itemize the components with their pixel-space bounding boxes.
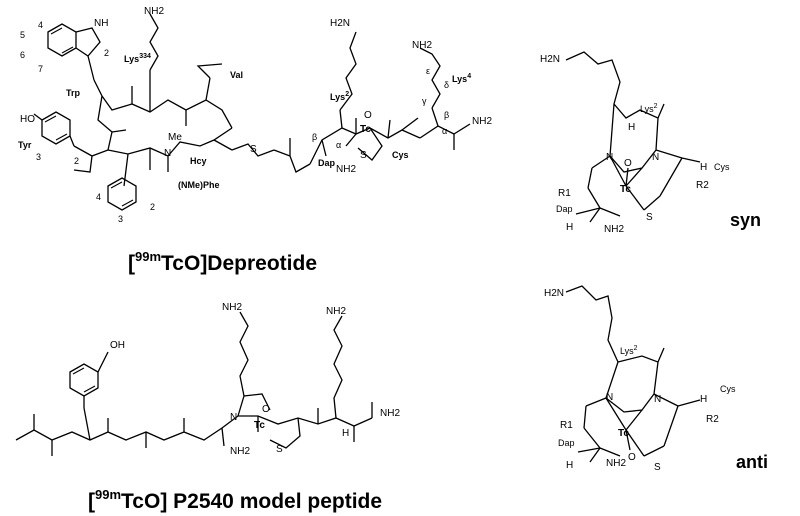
ring-number-5: 5 <box>20 30 25 40</box>
ring-number-4: 4 <box>38 20 43 30</box>
res-lys2: Lys2 <box>330 91 349 102</box>
tyr-phenol-ring <box>33 111 93 157</box>
res-lys4: Lys4 <box>452 73 471 84</box>
anti-dap: Dap <box>558 438 575 448</box>
res-lys334: Lys334 <box>124 53 151 64</box>
trp-indole-ring <box>47 23 103 97</box>
greek-alpha-2: α <box>442 126 447 136</box>
depreotide-macrocycle <box>73 13 311 187</box>
syn-label: syn <box>730 210 761 230</box>
res-trp: Trp <box>66 88 81 98</box>
tc-oxo: O <box>364 110 372 121</box>
p2540-n: N <box>230 412 237 423</box>
anti-cys: Cys <box>720 384 736 394</box>
depreotide-caption: [99mTcO]Depreotide <box>128 249 317 275</box>
syn-h-dap: H <box>566 222 573 233</box>
ring-number-2: 2 <box>104 48 109 58</box>
res-dap: Dap <box>318 158 336 168</box>
cys-s: S <box>360 150 367 161</box>
p2540-oh: OH <box>110 340 125 351</box>
depreotide-tc: Tc <box>360 124 371 135</box>
p2540-s: S <box>276 444 283 455</box>
syn-h-alpha: H <box>628 122 635 133</box>
syn-r2: R2 <box>696 180 709 191</box>
depreotide-tc-core <box>309 31 471 165</box>
tyr-number-2: 2 <box>74 156 79 166</box>
depreotide-labels: 5 4 6 7 2 NH Trp NH2 Lys334 Val HO Tyr 3… <box>18 6 492 224</box>
res-tyr: Tyr <box>18 140 32 150</box>
anti-h-cys: H <box>700 394 707 405</box>
greek-gamma: γ <box>422 96 427 106</box>
syn-h2n: H2N <box>540 54 560 65</box>
syn-oxo: O <box>624 158 632 169</box>
greek-alpha-1: α <box>336 140 341 150</box>
nme-n: N <box>164 148 171 159</box>
p2540-dap-nh2: NH2 <box>230 446 250 457</box>
phe-number-2: 2 <box>150 202 155 212</box>
res-cys: Cys <box>392 150 409 160</box>
lys334-nh2: NH2 <box>144 6 164 17</box>
lys4-nh2: NH2 <box>412 40 432 51</box>
anti-oxo: O <box>628 452 636 463</box>
p2540-nh2-lys-b: NH2 <box>326 306 346 317</box>
p2540-backbone <box>15 311 373 456</box>
anti-label: anti <box>736 452 768 472</box>
ring-number-7: 7 <box>38 64 43 74</box>
ring-number-6: 6 <box>20 50 25 60</box>
p2540-tc: Tc <box>254 420 265 431</box>
phe-number-3: 3 <box>118 214 123 224</box>
greek-beta-2: β <box>444 110 449 120</box>
p2540-oxo: O <box>262 404 270 415</box>
depreotide-structure: 5 4 6 7 2 NH Trp NH2 Lys334 Val HO Tyr 3… <box>18 6 492 275</box>
p2540-tyr-ring <box>69 351 109 408</box>
indole-nh: NH <box>94 18 108 29</box>
syn-nh2: NH2 <box>604 224 624 235</box>
nme-me: Me <box>168 132 182 143</box>
syn-tc: Tc <box>620 184 631 195</box>
dap-nh2: NH2 <box>336 164 356 175</box>
greek-epsilon: ε <box>426 66 430 76</box>
anti-s: S <box>654 462 661 473</box>
syn-cys: Cys <box>714 162 730 172</box>
anti-nh2: NH2 <box>606 458 626 469</box>
anti-lys: Lys2 <box>620 345 638 356</box>
syn-lys: Lys2 <box>640 103 658 114</box>
p2540-caption: [99mTcO] P2540 model peptide <box>88 487 382 513</box>
phe-ring <box>107 177 137 211</box>
syn-dap: Dap <box>556 204 573 214</box>
res-val: Val <box>230 70 243 80</box>
p2540-amide-nh2: NH2 <box>380 408 400 419</box>
anti-n-right: N <box>654 394 661 405</box>
thioether-s: S <box>250 144 257 155</box>
tyr-ho: HO <box>20 114 35 125</box>
res-hcy: Hcy <box>190 156 207 166</box>
anti-n-left: N <box>606 392 613 403</box>
anti-h2n: H2N <box>544 288 564 299</box>
anti-isomer: H2N Lys2 N N Tc O H Cys R2 R1 Dap H NH2 … <box>544 285 768 473</box>
phe-number-4: 4 <box>96 192 101 202</box>
p2540-nh2-lys-a: NH2 <box>222 302 242 313</box>
syn-isomer: H2N Lys2 H N N Tc O H Cys R2 R1 Dap H NH… <box>540 51 761 235</box>
syn-r1: R1 <box>558 188 571 199</box>
syn-s: S <box>646 212 653 223</box>
anti-r2: R2 <box>706 414 719 425</box>
anti-h-dap: H <box>566 460 573 471</box>
anti-r1: R1 <box>560 420 573 431</box>
syn-n-right: N <box>652 152 659 163</box>
tyr-number-3: 3 <box>36 152 41 162</box>
greek-delta: δ <box>444 80 449 90</box>
syn-n-left: N <box>606 152 613 163</box>
p2540-h: H <box>342 428 349 439</box>
p2540-structure: OH NH2 NH2 NH2 NH2 Tc O S H N [99mTcO] P… <box>15 302 400 513</box>
greek-beta-1: β <box>312 132 317 142</box>
lys4-amide-nh2: NH2 <box>472 116 492 127</box>
lys2-h2n: H2N <box>330 18 350 29</box>
res-nmephe: (NMe)Phe <box>178 180 220 190</box>
syn-h-cys: H <box>700 162 707 173</box>
anti-tc: Tc <box>618 428 629 439</box>
